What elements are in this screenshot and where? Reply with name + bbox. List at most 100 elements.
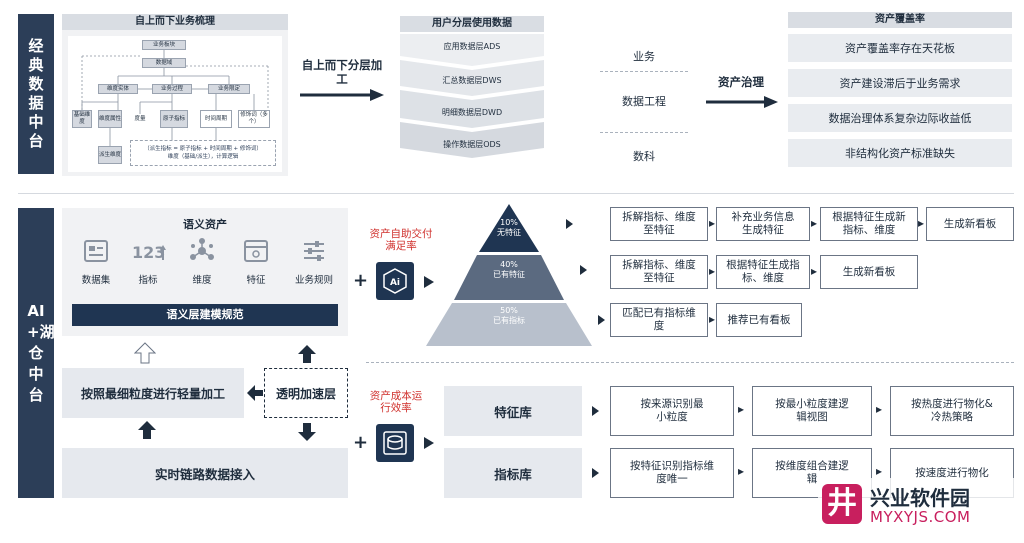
semantic-assets-title: 语义资产 — [183, 218, 227, 231]
coverage-item-lag: 资产建设滞后于业务需求 — [788, 69, 1012, 97]
db-arrow — [424, 437, 434, 449]
classic-data-platform-label: 经典数据中台 — [18, 14, 54, 174]
semantic-item-dataset: 数据集 — [70, 238, 122, 286]
mini-box-time-period: 时间周期 — [200, 110, 232, 128]
mini-box-dimension-attribute: 维度属性 — [98, 110, 122, 128]
ops-efficiency-label: 资产成本运行效率 — [369, 390, 423, 414]
row1-chev2: ▸ — [811, 216, 818, 230]
metric-arrow — [592, 468, 599, 478]
mini-box-atomic-metric: 原子指标 — [160, 110, 188, 128]
ai-asset-icon: Ai — [376, 262, 414, 300]
semantic-item-dimension: 维度 — [176, 238, 228, 286]
svg-text:Ai: Ai — [390, 278, 400, 288]
db-asset-icon — [376, 424, 414, 462]
row1-chev1: ▸ — [709, 216, 716, 230]
down-arrow — [298, 423, 316, 441]
business-panel: 自上而下业务梳理 业务板块 数据域 维度实体 业务过程 业务限定 基础维度 维度… — [62, 14, 288, 176]
up-arrow-2 — [138, 421, 156, 439]
roles-divider-1 — [600, 71, 688, 72]
semantic-modeling-bar: 语义层建模规范 — [72, 304, 338, 326]
watermark-logo: 井 — [822, 484, 862, 524]
feature-chev2: ▸ — [876, 402, 883, 416]
row1-step2: 补充业务信息生成特征 — [716, 207, 810, 241]
right-divider — [366, 362, 1014, 363]
mini-box-business-process: 业务过程 — [152, 84, 192, 94]
row2-step2: 根据特征生成指标、维度 — [716, 255, 810, 289]
coverage-panel: 资产覆盖率 资产覆盖率存在天花板 资产建设滞后于业务需求 数据治理体系复杂边际收… — [788, 12, 1012, 172]
feature-icon — [244, 240, 268, 262]
mini-box-modifier: 修饰词（多个） — [238, 110, 270, 128]
layer-arrow-label: 自上而下分层加工 — [301, 58, 383, 86]
row1-arrow — [566, 219, 573, 229]
ai-arrow — [424, 276, 434, 288]
pyramid-middle-label: 40% 已有特征 — [493, 260, 525, 279]
row2-chev2: ▸ — [811, 264, 818, 278]
mini-box-base-dimension: 基础维度 — [72, 110, 92, 128]
coverage-item-unstructured: 非结构化资产标准缺失 — [788, 139, 1012, 167]
semantic-item-dataset-label: 数据集 — [81, 275, 111, 286]
mini-box-business-segment: 业务板块 — [142, 40, 186, 50]
feature-library: 特征库 — [444, 386, 582, 436]
coverage-item-complexity: 数据治理体系复杂边际收益低 — [788, 104, 1012, 132]
readiness-pyramid — [426, 204, 592, 346]
role-business: 业务 — [633, 50, 655, 63]
layer-dws: 汇总数据层DWS — [442, 75, 502, 85]
semantic-assets-panel: 语义资产 数据集 123 指标 维度 — [62, 208, 348, 336]
row1-step3: 根据特征生成新指标、维度 — [820, 207, 918, 241]
svg-text:123: 123 — [132, 243, 165, 262]
semantic-item-dimension-label: 维度 — [192, 275, 212, 286]
metric-icon: 123 — [132, 243, 166, 262]
pyramid-bottom-label: 50% 已有指标 — [493, 306, 525, 325]
ai-icon: Ai — [383, 268, 407, 294]
semantic-item-metric: 123 指标 — [122, 238, 174, 286]
mini-box-business-limit: 业务限定 — [208, 84, 250, 94]
watermark-url: MYXYJS.COM — [870, 508, 971, 526]
row2-step1: 拆解指标、维度至特征 — [610, 255, 708, 289]
business-diagram: 业务板块 数据域 维度实体 业务过程 业务限定 基础维度 维度属性 度量 原子指… — [68, 36, 282, 172]
layer-arrow — [300, 89, 384, 101]
realtime-ingestion-box: 实时链路数据接入 — [62, 448, 348, 498]
semantic-item-rules: 业务规则 — [282, 238, 346, 286]
feature-arrow — [592, 406, 599, 416]
dataset-icon — [84, 240, 108, 262]
watermark: 井 兴业软件园 MYXYJS.COM — [818, 478, 1024, 532]
metric-chev1: ▸ — [738, 464, 745, 478]
database-icon — [383, 431, 407, 455]
plus-sign-1: + — [353, 270, 369, 291]
row1-step1: 拆解指标、维度至特征 — [610, 207, 708, 241]
layer-ads: 应用数据层ADS — [443, 41, 501, 51]
metric-library: 指标库 — [444, 448, 582, 498]
light-process-box: 按照最细粒度进行轻量加工 — [62, 368, 244, 418]
feature-step3: 按热度进行物化& 冷热策略 — [890, 386, 1014, 436]
pyramid-top-label: 10% 无特征 — [497, 218, 521, 237]
mini-box-derived-dimension: 派生维度 — [98, 146, 122, 164]
layers-chevrons — [400, 34, 544, 158]
roles-divider-2 — [600, 132, 688, 133]
governance-label: 资产治理 — [718, 75, 764, 89]
row2-step3: 生成新看板 — [820, 255, 918, 289]
rules-icon — [304, 241, 324, 261]
plus-sign-2: + — [353, 432, 369, 453]
layer-ods: 操作数据层ODS — [443, 139, 501, 149]
layer-dwd: 明细数据层DWD — [441, 107, 503, 117]
watermark-brand: 兴业软件园 — [870, 486, 970, 510]
role-data-engineering: 数据工程 — [622, 95, 666, 108]
transparent-layer-box: 透明加速层 — [264, 368, 348, 418]
up-arrow — [298, 345, 316, 363]
mini-box-measure: 度量 — [130, 114, 150, 124]
dimension-icon — [190, 238, 214, 260]
row3-arrow — [598, 315, 605, 325]
mini-box-dimension-entity: 维度实体 — [98, 84, 138, 94]
metric-chev2: ▸ — [876, 464, 883, 478]
semantic-item-feature: 特征 — [230, 238, 282, 286]
business-panel-title: 自上而下业务梳理 — [62, 14, 288, 30]
section-divider — [18, 193, 1014, 194]
self-service-label: 资产自助交付满足率 — [369, 228, 433, 252]
row3-step1: 匹配已有指标维度 — [610, 303, 708, 337]
layers-panel: 用户分层使用数据 应用数据层ADS 汇总数据层DWS 明细数据层DWD 操作数据… — [400, 16, 544, 168]
feature-step1: 按来源识别最小粒度 — [610, 386, 734, 436]
semantic-item-feature-label: 特征 — [246, 275, 266, 286]
layers-panel-title: 用户分层使用数据 — [400, 16, 544, 32]
coverage-item-ceiling: 资产覆盖率存在天花板 — [788, 34, 1012, 62]
row2-arrow — [580, 265, 587, 275]
